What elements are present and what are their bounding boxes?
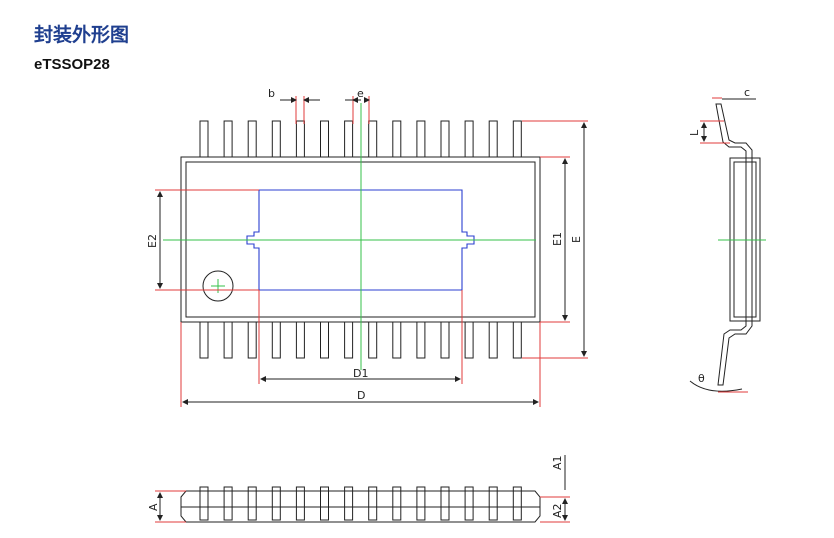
pin — [368, 321, 378, 359]
pin — [271, 486, 281, 521]
pin — [199, 486, 209, 521]
pin — [295, 486, 305, 521]
dim-a-label: A — [147, 503, 160, 511]
dim-b-label: b — [268, 87, 275, 100]
front-pins — [199, 486, 522, 521]
dim-d-label: D — [357, 389, 365, 402]
pin — [320, 486, 329, 521]
pin — [416, 321, 426, 359]
pin — [368, 486, 378, 521]
dim-d1-label: D1 — [353, 367, 368, 380]
top-view: b e E2 E1 E D1 D — [146, 87, 588, 407]
pin — [223, 120, 233, 158]
pin — [416, 486, 426, 521]
pin — [344, 486, 354, 521]
dim-l-label: L — [688, 129, 701, 136]
pin — [464, 120, 474, 158]
pin — [440, 486, 450, 521]
pin — [320, 120, 329, 158]
pin — [512, 486, 522, 521]
pin — [271, 321, 281, 359]
dim-a2-label: A2 — [551, 503, 564, 518]
pin — [440, 321, 450, 359]
pin — [320, 321, 329, 359]
dim-e1-label: E1 — [551, 232, 564, 246]
pin — [512, 120, 522, 158]
package-name: eTSSOP28 — [34, 56, 110, 73]
dim-e2-label: E2 — [146, 234, 159, 248]
pin — [464, 321, 474, 359]
pin — [247, 120, 257, 158]
pin — [295, 120, 305, 158]
pin — [416, 120, 426, 158]
dim-theta-label: θ — [698, 372, 705, 385]
pin1-marker — [202, 270, 234, 302]
pin — [488, 120, 498, 158]
dim-a1-label: A1 — [551, 455, 564, 470]
pin — [392, 486, 402, 521]
pin — [295, 321, 305, 359]
pin — [199, 120, 209, 158]
pin — [464, 486, 474, 521]
side-view: c L θ — [688, 86, 766, 393]
pin — [247, 486, 257, 521]
pin — [344, 120, 354, 158]
dim-e-total-label: E — [570, 236, 583, 243]
pin — [488, 321, 498, 359]
pin — [440, 120, 450, 158]
pin — [271, 120, 281, 158]
front-view: A A1 A2 — [147, 455, 570, 523]
pin — [368, 120, 378, 158]
pin — [392, 120, 402, 158]
dim-c-label: c — [744, 86, 750, 99]
pin — [392, 321, 402, 359]
page-title: 封装外形图 — [34, 24, 130, 46]
dim-e-label: e — [357, 87, 364, 100]
pin — [512, 321, 522, 359]
pin — [247, 321, 257, 359]
pin — [223, 321, 233, 359]
pin — [223, 486, 233, 521]
pin — [199, 321, 209, 359]
pin — [488, 486, 498, 521]
pin — [344, 321, 354, 359]
